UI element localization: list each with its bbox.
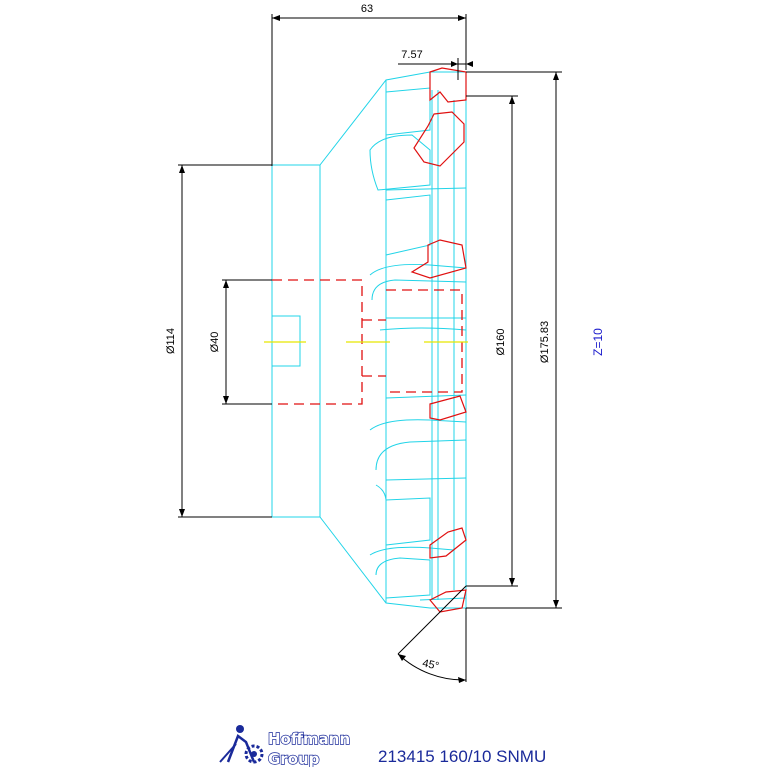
insert-4 xyxy=(429,395,467,421)
dimension-lines xyxy=(178,14,562,683)
dim-overall-width: 63 xyxy=(361,3,373,15)
logo-figure-icon xyxy=(219,725,256,763)
insert-2 xyxy=(413,111,465,167)
cutting-inserts xyxy=(410,67,467,613)
dim-angle: 45° xyxy=(421,657,440,672)
logo-line2: Group xyxy=(268,750,320,767)
dim-insert-offset: 7.57 xyxy=(401,49,422,61)
dim-cutting-diameter: Ø160 xyxy=(495,329,507,356)
dimension-labels: 63 7.57 Ø114 Ø40 Ø160 Ø175.83 45° Z=10 xyxy=(165,3,605,673)
teeth-count: Z=10 xyxy=(591,328,605,356)
insert-5 xyxy=(429,527,467,559)
insert-3 xyxy=(410,239,467,279)
dim-bore-diameter: Ø40 xyxy=(209,332,221,353)
cutter-body-outline xyxy=(271,71,467,609)
dim-max-diameter: Ø175.83 xyxy=(539,321,551,363)
hoffmann-group-logo: Hoffmann Group xyxy=(219,725,351,767)
logo-line1: Hoffmann xyxy=(268,730,350,748)
logo-gear-icon xyxy=(244,744,264,764)
insert-6 xyxy=(429,589,467,613)
insert-1 xyxy=(429,67,467,103)
drawing-title: 213415 160/10 SNMU xyxy=(378,747,546,766)
dim-hub-diameter: Ø114 xyxy=(165,328,177,354)
